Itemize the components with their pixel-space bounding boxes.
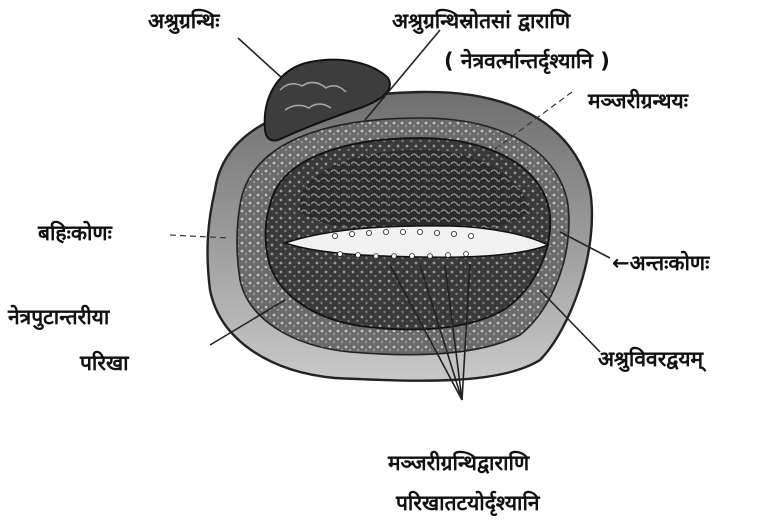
label-lacrimal-puncta: अश्रुविवरद्वयम् [598, 346, 707, 373]
label-inner-canthus: ←अन्तःकोणः [612, 250, 710, 275]
label-gland-duct-openings: अश्रुग्रन्थिस्रोतसां द्वाराणि [392, 8, 571, 35]
label-outer-canthus: बहिःकोणः [37, 220, 113, 245]
label-conjunctival-fornix-line2: परिखा [79, 350, 130, 375]
label-lacrimal-gland: अश्रुग्रन्थिः [148, 8, 220, 35]
label-eyelid-visible: ( नेत्रवर्त्मान्तर्दृश्यानि ) [444, 48, 610, 75]
label-meibomian-openings-line1: मञ्जरीग्रन्थिद्वाराणि [387, 450, 530, 475]
label-conjunctival-fornix-line1: नेत्रपुटान्तरीया [7, 304, 111, 331]
label-meibomian-glands: मञ्जरीग्रन्थयः [587, 88, 689, 113]
label-meibomian-openings-line2: परिखातटयोर्दृश्यानि [395, 490, 541, 517]
